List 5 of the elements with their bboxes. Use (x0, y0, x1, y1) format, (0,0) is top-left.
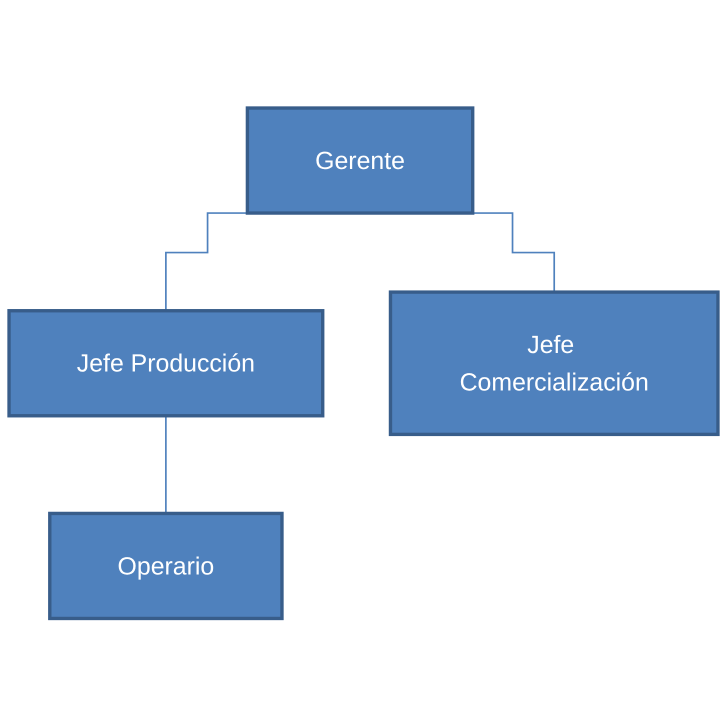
connector (165, 414, 167, 514)
node-box: Gerente (246, 106, 474, 214)
node-box: Jefe Comercialización (388, 290, 720, 436)
node-box: Jefe Producción (7, 308, 324, 418)
node-box: Operario (48, 512, 284, 620)
